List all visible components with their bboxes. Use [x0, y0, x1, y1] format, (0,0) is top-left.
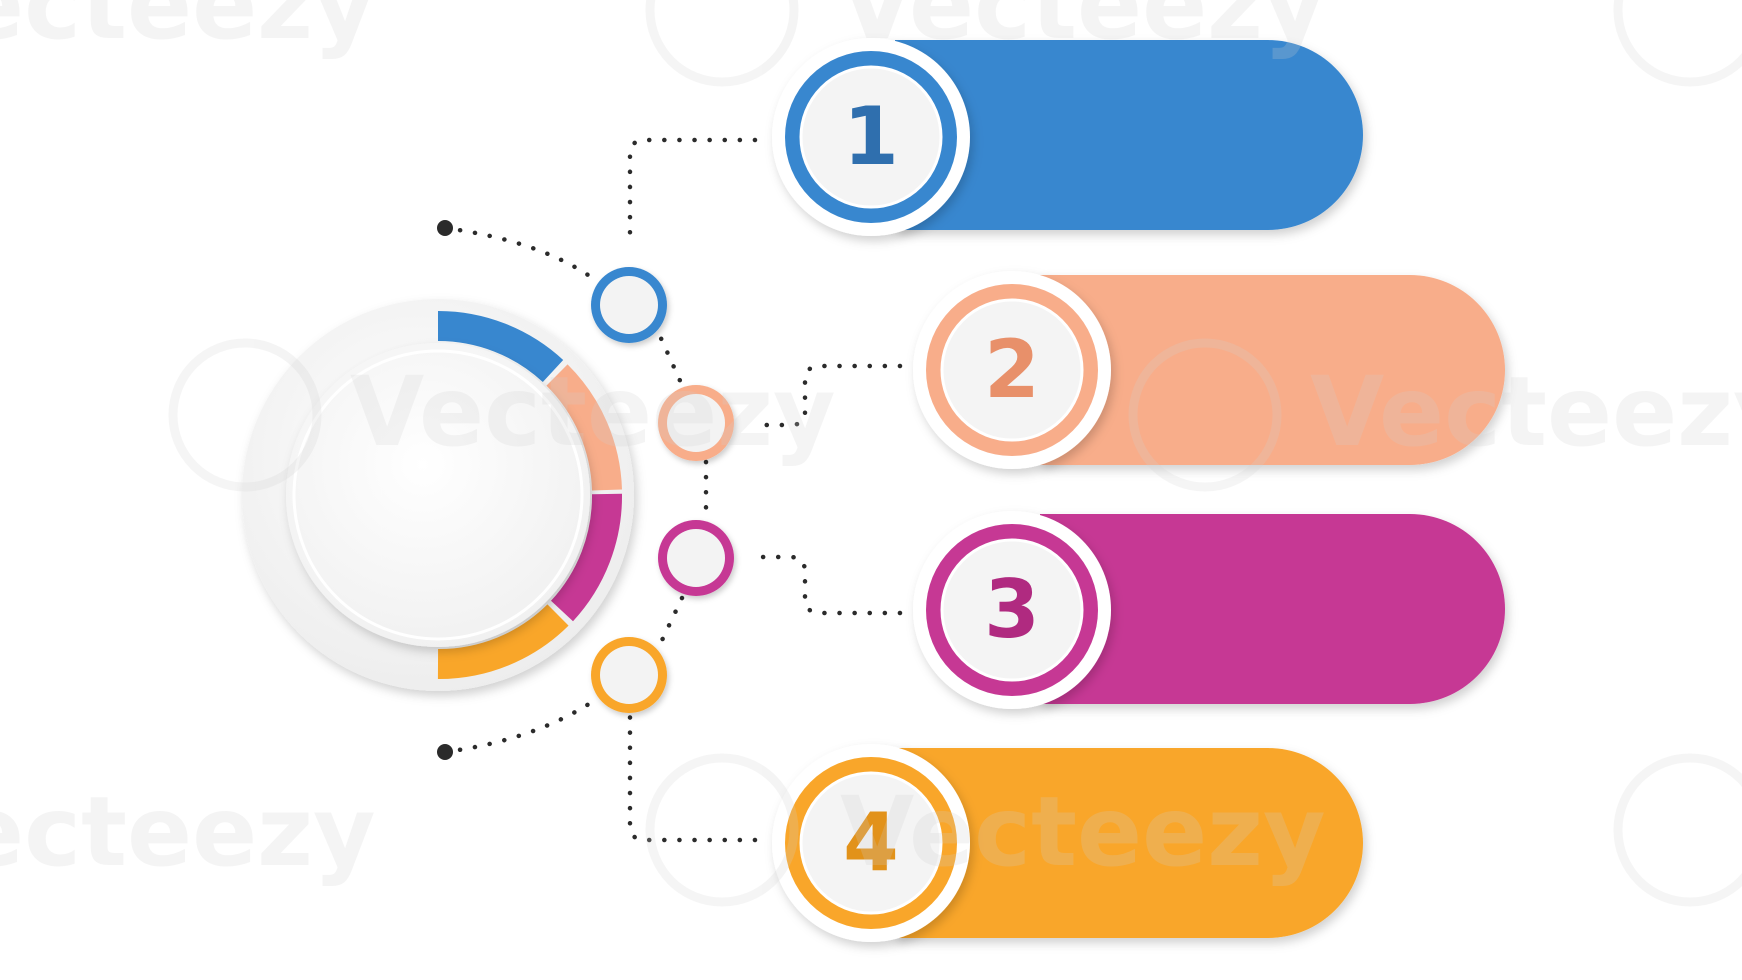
watermark-text-top: Vecteezy — [840, 0, 1326, 61]
step-2-bar — [1040, 275, 1505, 465]
step-4: 4 — [772, 744, 1363, 942]
connector-node-2 — [658, 385, 734, 461]
ring-arc-blue — [437, 310, 564, 383]
connector-line-3 — [757, 554, 903, 616]
step-1-bar — [895, 40, 1363, 230]
endpoint-dot-top — [437, 220, 453, 236]
ring-arc-magenta — [550, 493, 623, 622]
connector-line-2 — [757, 363, 903, 428]
ring-arc-orange — [437, 604, 569, 680]
watermark-text-center-right: Vecteezy — [1310, 356, 1742, 468]
number-badge-3 — [913, 511, 1111, 709]
connector-line-4 — [627, 702, 758, 843]
step-1-number: 1 — [843, 90, 899, 183]
connector-node-3 — [658, 520, 734, 596]
step-4-number: 4 — [843, 796, 899, 889]
watermark-text-bottom-left: Vecteezy — [0, 776, 376, 888]
vecteezy-logo-icon — [168, 0, 1742, 907]
connector-arc-bottom — [442, 697, 598, 755]
step-2: 2 — [913, 271, 1505, 469]
step-1: 1 — [772, 38, 1363, 236]
step-2-number: 2 — [984, 323, 1040, 416]
watermark-layer: Vecteezy Vecteezy Vecteezy Vecteezy Vect… — [0, 0, 1742, 907]
watermark-text-center-left: Vecteezy — [350, 356, 836, 468]
connector-line-1 — [627, 137, 758, 248]
step-3-number: 3 — [984, 563, 1040, 656]
step-3: 3 — [913, 511, 1505, 709]
step-4-bar — [895, 748, 1363, 938]
connector-line-node3-node4 — [652, 595, 685, 658]
number-badge-2 — [913, 271, 1111, 469]
connector-arc-top — [442, 225, 591, 278]
watermark-text-bottom: Vecteezy — [840, 776, 1326, 888]
center-ring-icon — [242, 299, 634, 691]
connector-node-1 — [591, 267, 667, 343]
step-3-bar — [1040, 514, 1505, 704]
watermark-text-top-left: Vecteezy — [0, 0, 376, 61]
endpoint-dot-bottom — [437, 744, 453, 760]
ring-arc-peach — [546, 364, 622, 491]
connector-node-4 — [591, 637, 667, 713]
connector-lines — [442, 137, 903, 843]
number-badge-1 — [772, 38, 970, 236]
number-badge-4 — [772, 744, 970, 942]
